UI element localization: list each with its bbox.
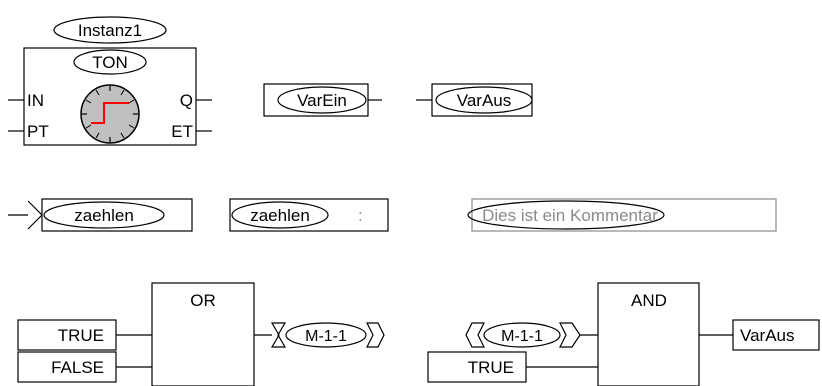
timer-clock-icon — [80, 84, 140, 144]
output-box-frame — [431, 83, 533, 117]
pin-label-in: IN — [27, 91, 44, 110]
and-output-variable: VarAus — [740, 326, 795, 345]
or-output-marker[interactable]: M-1-1 — [305, 328, 347, 345]
output-box[interactable]: VarAus — [416, 83, 533, 117]
output-variable[interactable]: VarAus — [457, 91, 512, 110]
comment-frame — [471, 198, 777, 232]
connection-marker-left-icon — [270, 322, 287, 348]
and-marker-left-icon — [465, 322, 485, 348]
and-input-marker[interactable]: M-1-1 — [501, 328, 543, 345]
and-input-2-value: TRUE — [468, 358, 514, 377]
input-variable[interactable]: VarEin — [297, 91, 347, 110]
and-output-box[interactable] — [732, 319, 820, 351]
and-marker-oval — [483, 322, 561, 348]
input-box[interactable]: VarEin — [263, 83, 382, 117]
jump-label-element[interactable]: zaehlen : — [229, 198, 389, 232]
jump-target[interactable]: zaehlen — [74, 206, 134, 225]
jump-label-colon: : — [358, 206, 363, 225]
or-function-block[interactable]: TRUE FALSE OR M-1-1 — [17, 282, 385, 386]
instance-name[interactable]: Instanz1 — [78, 21, 142, 40]
and-type-name: AND — [631, 291, 667, 310]
comment-element[interactable]: Dies ist ein Kommentar — [467, 198, 777, 232]
and-input-2-box[interactable] — [427, 351, 527, 383]
or-marker-oval — [285, 322, 367, 348]
type-name-oval — [73, 49, 147, 75]
connection-marker-right-icon — [366, 322, 385, 348]
jump-label-name-oval — [231, 201, 329, 229]
and-function-block[interactable]: M-1-1 TRUE AND VarAus — [427, 282, 820, 386]
pin-label-et: ET — [171, 122, 193, 141]
ton-function-block[interactable]: Instanz1 TON IN PT Q ET — [8, 16, 212, 146]
output-variable-oval — [435, 86, 533, 114]
comment-text[interactable]: Dies ist ein Kommentar — [482, 206, 658, 225]
step-signal-icon — [91, 102, 129, 124]
instance-name-oval — [53, 16, 167, 44]
jump-label-oval — [43, 201, 165, 229]
or-block-frame — [151, 282, 255, 386]
or-input-1-box[interactable] — [17, 319, 117, 351]
jump-element[interactable]: zaehlen — [8, 198, 193, 232]
pin-label-q: Q — [180, 91, 193, 110]
input-variable-oval — [277, 86, 367, 114]
or-input-1-value: TRUE — [58, 326, 104, 345]
block-type-name: TON — [92, 53, 128, 72]
jump-label-name[interactable]: zaehlen — [250, 206, 310, 225]
pin-label-pt: PT — [27, 122, 49, 141]
input-box-frame — [263, 83, 369, 117]
or-type-name: OR — [190, 291, 216, 310]
jump-arrow-icon — [27, 200, 43, 230]
comment-oval — [467, 200, 665, 230]
or-input-2-value: FALSE — [51, 358, 104, 377]
and-marker-right-icon — [559, 322, 581, 348]
